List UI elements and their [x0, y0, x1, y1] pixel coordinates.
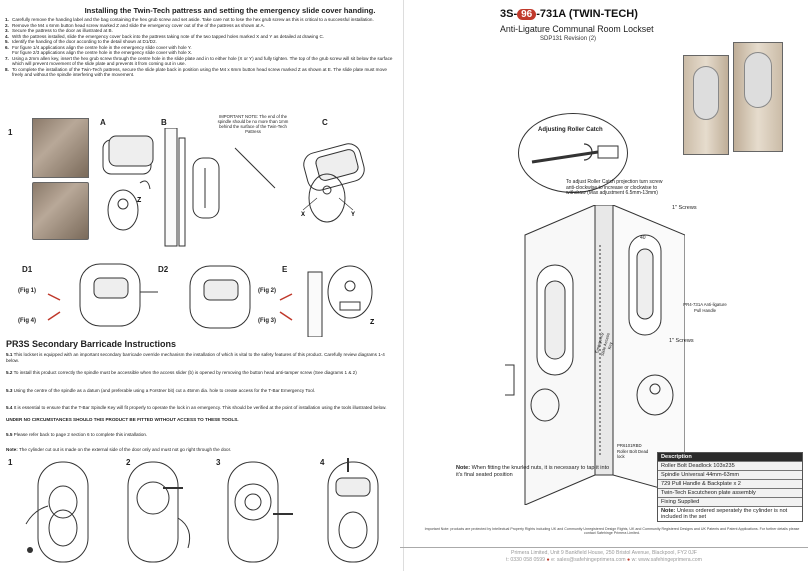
diagram-num-4: 4	[320, 458, 325, 467]
fig-3: (Fig 3)	[258, 318, 276, 324]
label-y: Y	[351, 212, 355, 218]
step-6b: For figure 2/3 applications align the ce…	[12, 50, 193, 55]
description-item: 729 Pull Handle & Backplate x 2	[658, 479, 802, 488]
handle-label: PR4-731A Anti-ligature Pull Handle	[683, 302, 727, 313]
diagram-pr3s-steps	[25, 458, 379, 563]
step-5: 5.Identify the handing of the door accor…	[5, 39, 157, 44]
photo-handle-front	[693, 66, 719, 120]
photo-handle-back	[744, 52, 772, 108]
pr3s-title: PR3S Secondary Barricade Instructions	[6, 339, 177, 349]
label-z2: Z	[370, 319, 375, 326]
footer-address: Primera Limited, Unit 9 Bankfield House,…	[511, 550, 697, 556]
screws-mid-label: 1" Screws	[669, 338, 694, 344]
roller-bolt-label: PR6101RBD Roller Bolt Dead lock	[617, 443, 649, 460]
label-1: 1	[8, 128, 13, 137]
diagram-d1-d2-e: Z	[47, 263, 375, 337]
product-subtitle: Anti-Ligature Communal Room Lockset	[500, 24, 654, 34]
footer-dot: ●	[626, 557, 631, 563]
cylinder-note: Note: The cylinder cut out is made on th…	[6, 447, 232, 452]
para-5-3: 5.3 Using the centre of the spindle as a…	[6, 388, 316, 393]
door-assembly	[505, 205, 685, 505]
description-item: Spindle Universal 44mm-63mm	[658, 470, 802, 479]
footer-email[interactable]: e: sales@safehingeprimera.com	[551, 557, 626, 563]
product-title: 3S-96-731A (TWIN-TECH)	[500, 8, 638, 20]
adjust-screwdriver	[531, 143, 619, 164]
label-c: C	[322, 118, 328, 127]
important-note: IMPORTANT NOTE: The end of the spindle s…	[217, 114, 289, 134]
step-3: 3.Secure the pattress to the door as ill…	[5, 28, 113, 33]
knurl-note: Note: When fitting the knurled nuts, it …	[456, 465, 610, 478]
ip-note: Important Note: products are protected b…	[424, 527, 800, 536]
fig-2: (Fig 2)	[258, 288, 276, 294]
step-7: 7.Using a 2mm allen key, insert the hex …	[5, 55, 393, 67]
description-item: Fixing Supplied	[658, 497, 802, 506]
para-5-1: 5.1 This lockset is equipped with an imp…	[6, 352, 385, 363]
page-divider	[403, 0, 404, 571]
install-heading: Installing the Twin-Tech pattress and se…	[84, 6, 376, 15]
para-5-5: 5.5 Please refer back to page 2 section …	[6, 432, 148, 437]
screws-top-label: 1" Screws	[672, 205, 697, 211]
step-6: 6.For figure 1/4 applications align the …	[5, 44, 192, 50]
footer-dot: ●	[546, 557, 550, 563]
description-item: Roller Bolt Deadlock 103x235	[658, 461, 802, 470]
description-note: Note: Unless ordered seperately the cyli…	[658, 506, 802, 521]
fig-1: (Fig 1)	[18, 288, 36, 294]
footer-website[interactable]: w: www.safehingeprimera.com	[631, 557, 702, 563]
title-badge: 96	[517, 9, 537, 20]
adjust-title: Adjusting Roller Catch	[538, 127, 603, 133]
diagram-num-2: 2	[126, 458, 131, 467]
description-header: Description	[658, 453, 802, 461]
dim-40: 40	[640, 235, 646, 241]
label-a: A	[100, 118, 106, 127]
label-b: B	[161, 118, 167, 127]
description-table: Description Roller Bolt Deadlock 103x235…	[657, 452, 803, 522]
fig-4: (Fig 4)	[18, 318, 36, 324]
adjust-text: To adjust Roller Catch projection turn s…	[566, 179, 663, 197]
step-8: 8.To complete the installation of the Tw…	[5, 66, 387, 78]
footer: Primera Limited, Unit 9 Bankfield House,…	[400, 547, 808, 564]
diagram-num-3: 3	[216, 458, 221, 467]
description-item: Twin-Tech Escutcheon plate assembly	[658, 488, 802, 497]
step-4: 4.With the pattress installed, slide the…	[5, 33, 325, 39]
revision: SDP131 Revision (2)	[540, 36, 597, 42]
label-x: X	[301, 212, 305, 218]
step-2: 2.Remove the M4 x 6mm button head screw …	[5, 22, 265, 28]
diagram-num-1: 1	[8, 458, 13, 467]
footer-phone: t: 0330 058 0599	[506, 557, 546, 563]
para-5-2: 5.2 To install this product correctly th…	[6, 370, 357, 375]
photo-pattress-back	[32, 182, 89, 240]
warning-text: UNDER NO CIRCUMSTANCES SHOULD THIS PRODU…	[6, 417, 239, 422]
label-d2: D2	[158, 265, 169, 274]
install-steps: 1.Carefully remove the handing label and…	[5, 17, 397, 78]
step-1: 1.Carefully remove the handing label and…	[5, 17, 374, 22]
diagram-abc: Z X Y	[102, 128, 365, 247]
photo-pattress-label	[32, 118, 89, 178]
label-d1: D1	[22, 265, 33, 274]
label-e: E	[282, 265, 288, 274]
label-z: Z	[137, 197, 142, 204]
footer-contacts: t: 0330 058 0599 ● e: sales@safehingepri…	[400, 557, 808, 564]
para-5-4: 5.4 It is essential to ensure that the T…	[6, 405, 387, 410]
